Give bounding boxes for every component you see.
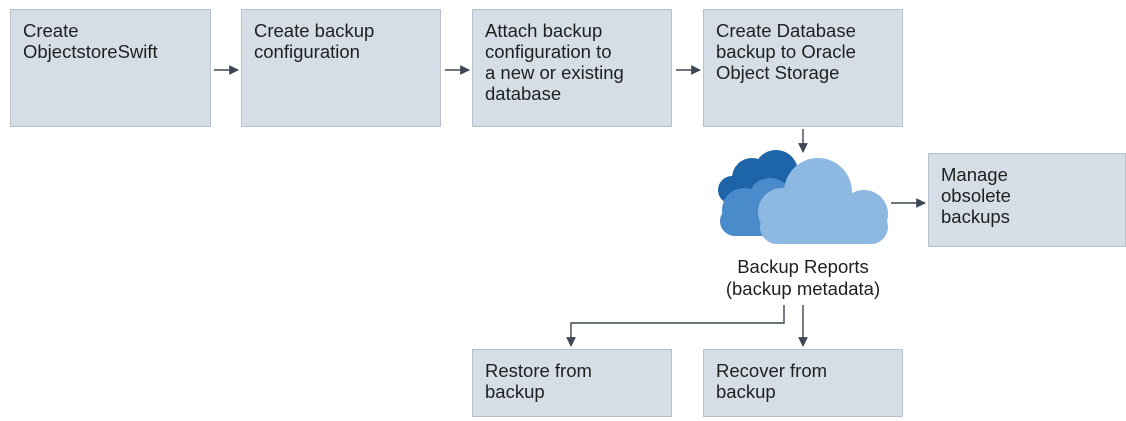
- backup-reports-label: Backup Reports: [737, 256, 869, 277]
- step-attach-backup-config: Attach backup configuration to a new or …: [472, 9, 672, 127]
- step-create-db-backup: Create Database backup to Oracle Object …: [703, 9, 903, 127]
- step-restore-from-backup: Restore from backup: [472, 349, 672, 417]
- cloud-icon: [718, 150, 888, 244]
- backup-metadata-label: (backup metadata): [725, 278, 881, 299]
- step-create-backup-config: Create backup configuration: [241, 9, 441, 127]
- step-recover-from-backup: Recover from backup: [703, 349, 903, 417]
- step-manage-obsolete-backups: Manage obsolete backups: [928, 153, 1126, 247]
- arrow-reports-to-restore: [566, 305, 785, 347]
- step-create-objectstore: Create ObjectstoreSwift: [10, 9, 211, 127]
